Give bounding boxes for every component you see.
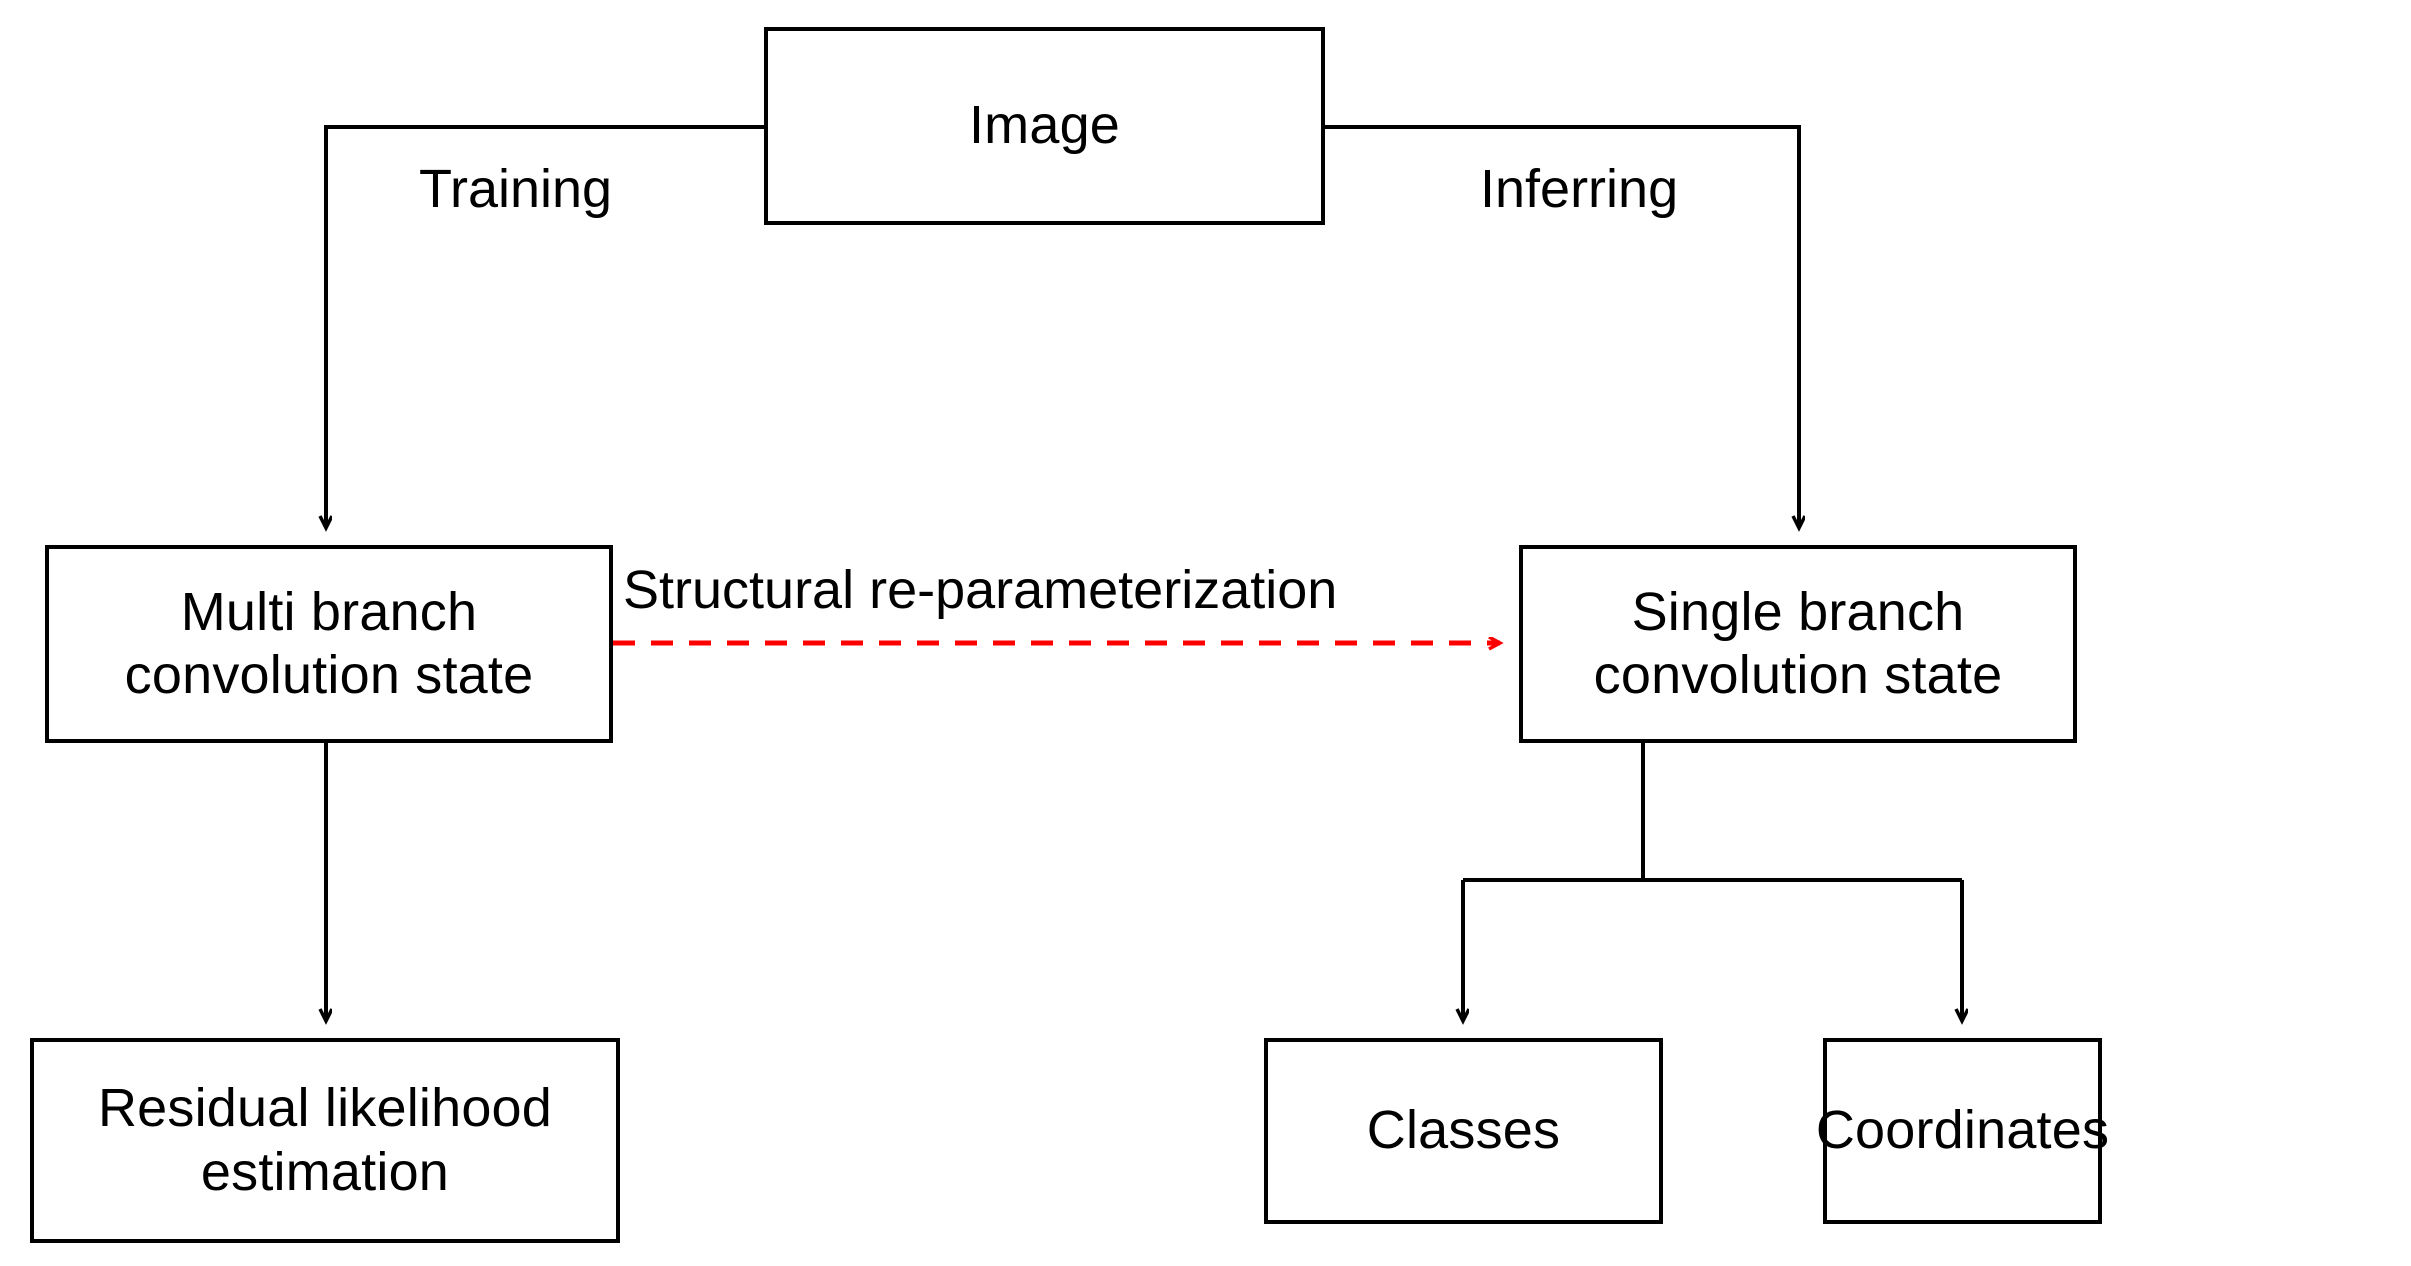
node-residual-likelihood-estimation[interactable]: Residual likelihood estimation: [30, 1038, 620, 1243]
node-classes-label: Classes: [1366, 1100, 1561, 1161]
node-multi-branch-convolution-state[interactable]: Multi branch convolution state: [45, 545, 613, 743]
node-multi-branch-convolution-state-label: Multi branch convolution state: [124, 581, 534, 705]
node-image[interactable]: Image: [764, 27, 1325, 225]
node-coordinates[interactable]: Coordinates: [1816, 1038, 2109, 1224]
node-image-label: Image: [968, 95, 1121, 156]
node-coordinates-label: Coordinates: [1815, 1100, 2110, 1161]
edge-label-structural-reparameterization: Structural re-parameterization: [623, 560, 1338, 620]
node-single-branch-convolution-state-label: Single branch convolution state: [1593, 581, 2003, 705]
node-single-branch-convolution-state[interactable]: Single branch convolution state: [1519, 545, 2077, 743]
edge-label-inferring: Inferring: [1480, 159, 1679, 219]
node-residual-likelihood-estimation-label: Residual likelihood estimation: [97, 1078, 553, 1202]
connector-single-branch-split: [1463, 743, 1962, 882]
node-classes[interactable]: Classes: [1264, 1038, 1663, 1224]
edge-label-training: Training: [419, 159, 613, 219]
